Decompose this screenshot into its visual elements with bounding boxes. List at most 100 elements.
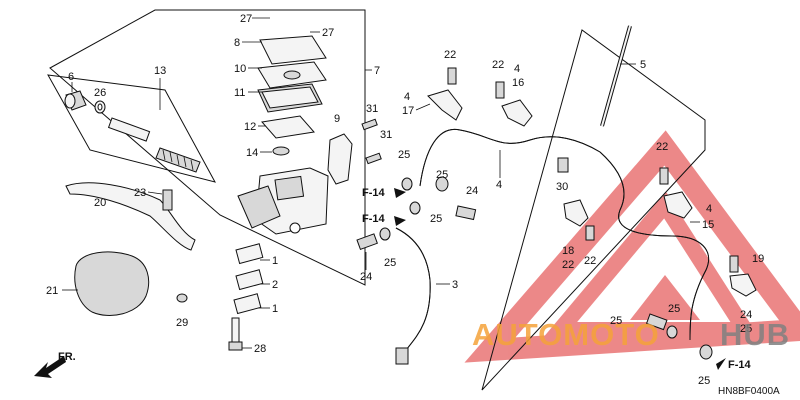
callout-15: 15 <box>702 219 714 231</box>
callout-20: 20 <box>94 197 106 209</box>
part-14-washer <box>272 146 290 156</box>
callout-23: 23 <box>134 187 146 199</box>
part-16-clamp <box>501 99 533 127</box>
callout-4: 4 <box>496 179 502 191</box>
callout-18: 22 <box>562 259 574 271</box>
callout-25: 25 <box>384 257 396 269</box>
callout-5: 5 <box>640 59 646 71</box>
callout-4: 4 <box>404 91 410 103</box>
callout-1: 1 <box>272 255 278 267</box>
callout-6: 6 <box>68 71 74 83</box>
callout-22: 19 <box>752 253 764 265</box>
part-25-washers-left <box>379 176 449 241</box>
callout-24: 24 <box>360 271 372 283</box>
callout-27: 27 <box>240 13 252 25</box>
part-31-bolts <box>361 118 382 165</box>
part-25-washers-right <box>666 325 713 360</box>
watermark-text-a: AUTOMOTO <box>472 317 660 352</box>
part-5-pipe <box>600 25 632 127</box>
callout-4: 24 <box>740 309 752 321</box>
part-4-brake-pipe-lower <box>599 151 710 341</box>
part-19-clamp <box>729 273 757 297</box>
part-13-piston <box>107 117 201 173</box>
master-cylinder-frame <box>49 9 372 286</box>
callout-22: 22 <box>656 141 668 153</box>
callout-24: 24 <box>466 185 478 197</box>
ref-f14-mid: F-14 <box>362 213 406 226</box>
front-arrow-label: FR. <box>58 351 76 363</box>
callout-25: 25 <box>668 303 680 315</box>
callout-30: 30 <box>556 181 568 193</box>
part-29-screw <box>176 293 188 303</box>
part-20-lever <box>65 182 196 251</box>
callout-19: 25 <box>740 323 752 335</box>
callout-7: 7 <box>374 65 380 77</box>
callout-22: 22 <box>444 49 456 61</box>
callout-3: 3 <box>452 279 458 291</box>
part-11-diaphragm <box>257 83 323 113</box>
callout-4: 4 <box>706 203 712 215</box>
part-26-washer <box>94 100 106 114</box>
callout-16: 16 <box>512 77 524 89</box>
callout-27: 27 <box>322 27 334 39</box>
callout-11: 11 <box>234 87 245 99</box>
watermark-triangles <box>464 130 800 363</box>
callout-10: 10 <box>234 63 246 75</box>
part-21-cover <box>74 251 150 316</box>
front-arrow: FR. <box>34 351 76 378</box>
callouts: 27 27 8 10 11 7 6 26 13 12 14 9 31 31 20… <box>46 13 764 355</box>
watermark-text-b: HUB <box>720 317 790 352</box>
callout-4: 4 <box>514 63 520 75</box>
callout-22: 22 <box>492 59 504 71</box>
part-3-hose <box>395 227 431 365</box>
callout-9: 9 <box>334 113 340 125</box>
callout-25: 25 <box>698 375 710 387</box>
part-6-cap <box>64 90 87 111</box>
callout-26: 26 <box>94 87 106 99</box>
callout-24: 25 <box>610 315 622 327</box>
part-1-switch-top <box>235 243 264 265</box>
part-17-clamp <box>427 89 463 121</box>
part-12-plate <box>261 115 315 139</box>
callout-2: 2 <box>272 279 278 291</box>
watermark-text: AUTOMOTO HUB <box>472 317 790 352</box>
part-4-brake-pipe-upper <box>419 128 601 187</box>
part-28-bolt <box>228 317 243 351</box>
callout-25: 25 <box>436 169 448 181</box>
part-22-bolts <box>447 67 739 273</box>
callouts-extra: 25 25 <box>668 303 710 387</box>
part-2-switch <box>235 269 264 291</box>
part-30-bolt <box>557 157 569 173</box>
callout-29: 29 <box>176 317 188 329</box>
callout-21: 21 <box>46 285 58 297</box>
part-18-clamp <box>563 199 589 227</box>
callout-14: 14 <box>246 147 258 159</box>
callout-22: 22 <box>584 255 596 267</box>
diagram-code: HN8BF0400A <box>718 386 780 397</box>
part-15-clamp <box>663 191 693 219</box>
callout-25: 25 <box>430 213 442 225</box>
ref-f14-left: F-14 <box>362 187 406 199</box>
part-9-bracket <box>327 133 353 185</box>
callout-28: 28 <box>254 343 266 355</box>
callout-25: 25 <box>398 149 410 161</box>
part-23-screw <box>162 189 173 211</box>
part-10-plate <box>257 61 327 89</box>
callout-4: 18 <box>562 245 574 257</box>
callout-31: 31 <box>380 129 392 141</box>
inner-frame-13 <box>47 74 216 183</box>
callout-13: 13 <box>154 65 166 77</box>
part-7-master-cylinder <box>237 167 329 235</box>
part-24-bolts <box>356 205 668 331</box>
callout-31: 31 <box>366 103 378 115</box>
callout-8: 8 <box>234 37 240 49</box>
callout-12: 12 <box>244 121 256 133</box>
callout-1: 1 <box>272 303 278 315</box>
reference-label-f14: F-14 <box>362 213 386 225</box>
reference-label-f14: F-14 <box>362 187 386 199</box>
part-8-cover <box>259 35 327 65</box>
callout-17: 17 <box>402 105 414 117</box>
part-1-switch-bottom <box>233 293 262 315</box>
reference-label-f14: F-14 <box>728 359 752 371</box>
